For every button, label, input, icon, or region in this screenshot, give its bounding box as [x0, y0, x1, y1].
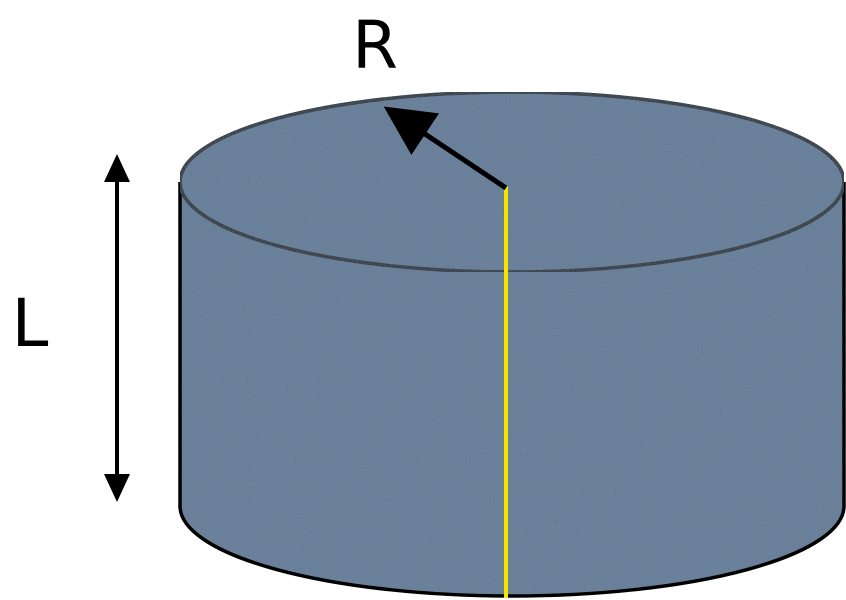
cylinder-body: [180, 182, 844, 596]
radius-arrow: [383, 106, 508, 191]
length-label: L: [12, 285, 49, 362]
cylinder-top-face: [178, 90, 846, 274]
cylinder-outline: [178, 182, 846, 598]
radius-label: R: [352, 7, 398, 84]
length-arrow: [104, 154, 130, 502]
